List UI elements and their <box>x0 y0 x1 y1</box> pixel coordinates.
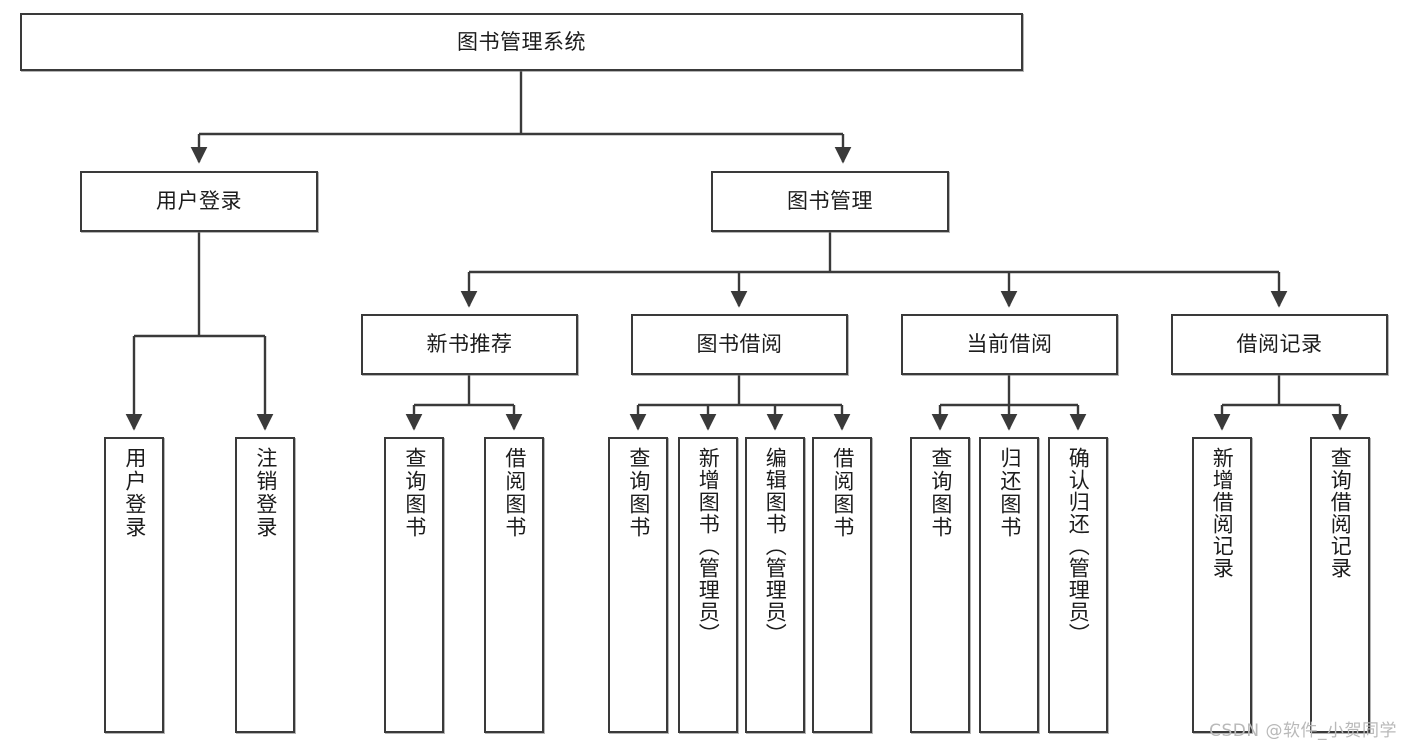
node-book-manage-label: 图书管理 <box>787 189 873 214</box>
node-leaf-edit-book[interactable]: 编辑图书（管理员） <box>745 437 805 733</box>
node-leaf-confirm-return[interactable]: 确认归还（管理员） <box>1048 437 1108 733</box>
node-current-borrow-label: 当前借阅 <box>966 332 1053 357</box>
node-leaf-query-record-label: 查询借阅记录 <box>1328 447 1353 579</box>
node-leaf-add-record-label: 新增借阅记录 <box>1210 447 1235 579</box>
node-leaf-user-login[interactable]: 用户登录 <box>104 437 164 733</box>
node-leaf-logout[interactable]: 注销登录 <box>235 437 295 733</box>
node-book-borrow[interactable]: 图书借阅 <box>631 314 848 375</box>
node-leaf-logout-label: 注销登录 <box>253 447 278 539</box>
node-current-borrow[interactable]: 当前借阅 <box>901 314 1118 375</box>
node-leaf-query-book-1[interactable]: 查询图书 <box>384 437 444 733</box>
node-root[interactable]: 图书管理系统 <box>20 13 1023 71</box>
node-leaf-confirm-return-label: 确认归还（管理员） <box>1066 447 1091 645</box>
node-leaf-borrow-book-2[interactable]: 借阅图书 <box>812 437 872 733</box>
node-leaf-return-book-label: 归还图书 <box>997 447 1022 539</box>
node-leaf-add-book-label: 新增图书（管理员） <box>696 447 721 645</box>
node-book-borrow-label: 图书借阅 <box>696 332 783 357</box>
node-leaf-edit-book-label: 编辑图书（管理员） <box>763 447 788 645</box>
node-leaf-query-book-2[interactable]: 查询图书 <box>608 437 668 733</box>
node-user-login[interactable]: 用户登录 <box>80 171 318 232</box>
node-leaf-return-book[interactable]: 归还图书 <box>979 437 1039 733</box>
watermark-text: CSDN @软件_小贺同学 <box>1209 721 1397 741</box>
node-leaf-query-book-2-label: 查询图书 <box>626 447 651 539</box>
node-borrow-record[interactable]: 借阅记录 <box>1171 314 1388 375</box>
node-leaf-borrow-book-2-label: 借阅图书 <box>830 447 855 539</box>
node-new-book-rec[interactable]: 新书推荐 <box>361 314 578 375</box>
node-leaf-user-login-label: 用户登录 <box>122 447 147 539</box>
node-leaf-add-record[interactable]: 新增借阅记录 <box>1192 437 1252 733</box>
node-user-login-label: 用户登录 <box>156 189 242 214</box>
node-root-label: 图书管理系统 <box>457 29 586 54</box>
node-leaf-query-record[interactable]: 查询借阅记录 <box>1310 437 1370 733</box>
node-new-book-rec-label: 新书推荐 <box>426 332 513 357</box>
node-leaf-query-book-3-label: 查询图书 <box>928 447 953 539</box>
node-leaf-query-book-1-label: 查询图书 <box>402 447 427 539</box>
node-borrow-record-label: 借阅记录 <box>1236 332 1323 357</box>
node-leaf-add-book[interactable]: 新增图书（管理员） <box>678 437 738 733</box>
node-leaf-query-book-3[interactable]: 查询图书 <box>910 437 970 733</box>
node-leaf-borrow-book-1-label: 借阅图书 <box>502 447 527 539</box>
node-leaf-borrow-book-1[interactable]: 借阅图书 <box>484 437 544 733</box>
node-book-manage[interactable]: 图书管理 <box>711 171 949 232</box>
